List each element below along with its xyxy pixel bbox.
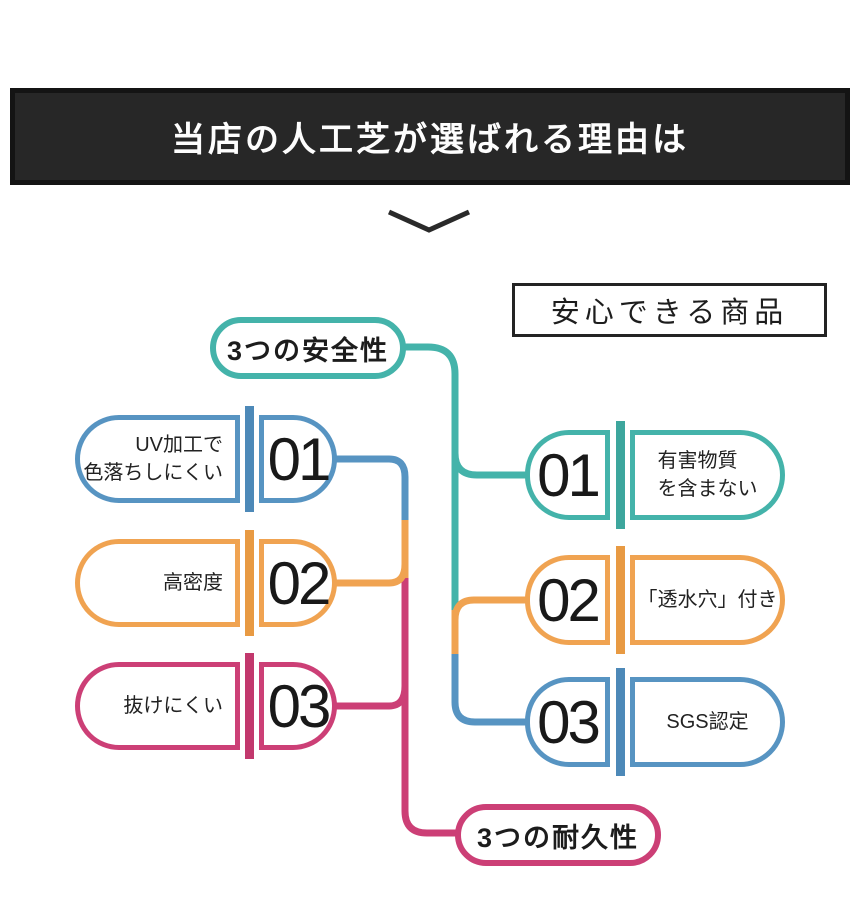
connector-safety-teal (404, 343, 459, 614)
item-text-capsule: SGS認定 (630, 677, 785, 767)
heading-box: 安心できる商品 (512, 283, 827, 337)
durability-item-3: 抜けにくい 03 (75, 653, 337, 759)
durability-group-pill: 3つの耐久性 (455, 804, 661, 866)
connector-durability-blue (335, 455, 409, 524)
safety-group-label: 3つの安全性 (226, 335, 390, 366)
durability-item-1: UV加工で 色落ちしにくい 01 (75, 406, 337, 512)
safety-item-2: 02 「透水穴」付き (525, 546, 785, 654)
connector-safety-branch-02 (451, 596, 529, 621)
item-text: UV加工で 色落ちしにくい (83, 434, 223, 484)
divider-bar (616, 546, 625, 654)
item-text: 有害物質 を含まない (657, 450, 758, 500)
connector-safety-blue (451, 654, 529, 726)
durability-item-2: 高密度 02 (75, 530, 337, 636)
item-text: SGS認定 (666, 711, 749, 733)
heading-text: 安心できる商品 (550, 297, 789, 329)
divider-bar (245, 653, 254, 759)
item-text: 高密度 (163, 572, 223, 594)
divider-bar (245, 406, 254, 512)
durability-group-label: 3つの耐久性 (476, 822, 640, 853)
item-number: 01 (267, 425, 332, 493)
item-number: 03 (537, 688, 601, 756)
chevron-down-icon (387, 209, 471, 233)
connector-durability-pink (401, 578, 459, 837)
page-title: 当店の人工芝が選ばれる理由は (171, 121, 689, 159)
divider-bar (245, 530, 254, 636)
item-number-capsule: 01 (259, 415, 337, 503)
item-number-capsule: 02 (259, 539, 337, 627)
connector-safety-branch-01 (451, 452, 529, 479)
item-number-capsule: 03 (525, 677, 610, 767)
item-text-capsule: 抜けにくい (75, 662, 240, 750)
divider-bar (616, 668, 625, 776)
item-text: 「透水穴」付き (637, 589, 778, 611)
item-number-capsule: 03 (259, 662, 337, 750)
item-number-capsule: 01 (525, 430, 610, 520)
item-text-capsule: 有害物質 を含まない (630, 430, 785, 520)
header-banner: 当店の人工芝が選ばれる理由は (10, 88, 850, 185)
connector-durability-branch-02 (335, 563, 409, 587)
safety-item-3: 03 SGS認定 (525, 668, 785, 776)
item-number: 01 (537, 441, 601, 509)
item-number-capsule: 02 (525, 555, 610, 645)
item-text-capsule: 「透水穴」付き (630, 555, 785, 645)
item-number: 02 (267, 549, 332, 617)
safety-item-1: 01 有害物質 を含まない (525, 421, 785, 529)
item-text-capsule: 高密度 (75, 539, 240, 627)
divider-bar (616, 421, 625, 529)
item-number: 03 (267, 672, 332, 740)
item-text-capsule: UV加工で 色落ちしにくい (75, 415, 240, 503)
connector-durability-branch-03 (335, 685, 409, 710)
item-text: 抜けにくい (123, 695, 223, 717)
safety-group-pill: 3つの安全性 (210, 317, 406, 379)
item-number: 02 (537, 566, 601, 634)
